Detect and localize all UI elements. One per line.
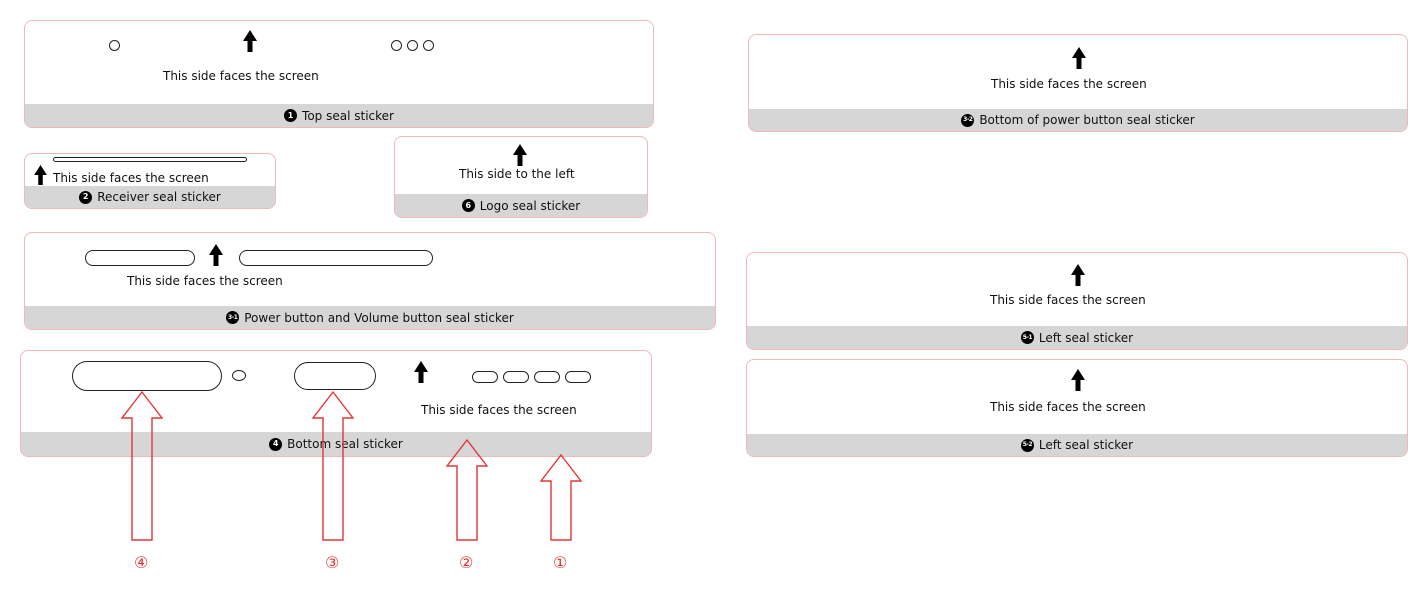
callout-number: ④ [134, 553, 149, 572]
up-arrow-icon [1072, 47, 1086, 69]
ring-icon [391, 40, 402, 51]
sticker-label: Bottom seal sticker [287, 437, 403, 451]
up-arrow-icon [34, 165, 47, 185]
ring-icon [109, 40, 120, 51]
top-seal-sticker: This side faces the screen 1 Top seal st… [24, 20, 654, 128]
up-arrow-icon [209, 244, 223, 266]
sticker-instruction: This side faces the screen [991, 77, 1147, 91]
power-volume-seal-sticker: This side faces the screen 3-1 Power but… [24, 232, 716, 330]
sticker-label-band: 5-1 Left seal sticker [747, 326, 1407, 349]
sticker-number-badge: 1 [284, 109, 298, 122]
ring-icon [232, 370, 246, 381]
up-arrow-icon [1071, 369, 1085, 391]
sticker-label-band: 1 Top seal sticker [25, 104, 653, 127]
slot-outline-icon [72, 361, 222, 391]
logo-seal-sticker: This side to the left 6 Logo seal sticke… [394, 136, 648, 218]
slot-outline-icon [472, 371, 498, 383]
sticker-instruction: This side faces the screen [990, 293, 1146, 307]
sticker-number-badge: 2 [79, 190, 93, 204]
sticker-label-band: 3-1 Power button and Volume button seal … [25, 306, 715, 329]
sticker-number-badge: 5-1 [1020, 331, 1034, 344]
sticker-label: Power button and Volume button seal stic… [244, 310, 514, 325]
sticker-label: Receiver seal sticker [97, 190, 221, 204]
sticker-number-badge: 3-1 [226, 311, 240, 324]
ring-icon [407, 40, 418, 51]
slot-outline-icon [53, 157, 247, 162]
sticker-label-band: 4 Bottom seal sticker [21, 432, 651, 456]
slot-outline-icon [565, 371, 591, 383]
sticker-label-band: 5-2 Left seal sticker [747, 434, 1407, 456]
receiver-seal-sticker: This side faces the screen 2 Receiver se… [24, 153, 276, 209]
sticker-number-badge: 3-2 [961, 113, 975, 127]
sticker-label-band: 2 Receiver seal sticker [25, 186, 275, 208]
sticker-label: Left seal sticker [1038, 330, 1134, 345]
callout-arrow-1 [539, 453, 583, 541]
sticker-number-badge: 6 [461, 199, 475, 212]
slot-outline-icon [294, 362, 376, 390]
sticker-label-band: 6 Logo seal sticker [395, 194, 647, 217]
up-arrow-icon [243, 30, 257, 52]
sticker-instruction: This side faces the screen [421, 403, 577, 417]
left-seal-sticker-1: This side faces the screen 5-1 Left seal… [746, 252, 1408, 350]
slot-outline-icon [239, 250, 433, 266]
sticker-instruction: This side to the left [459, 167, 575, 181]
ring-icon [423, 40, 434, 51]
up-arrow-icon [1071, 264, 1085, 286]
sticker-instruction: This side faces the screen [127, 274, 283, 288]
sticker-instruction: This side faces the screen [990, 400, 1146, 414]
slot-outline-icon [85, 250, 195, 266]
slot-outline-icon [534, 371, 560, 383]
sticker-label: Logo seal sticker [479, 198, 581, 213]
sticker-label: Bottom of power button seal sticker [979, 113, 1195, 127]
bottom-of-power-button-seal-sticker: This side faces the screen 3-2 Bottom of… [748, 34, 1408, 132]
sticker-label: Top seal sticker [302, 108, 394, 123]
left-seal-sticker-2: This side faces the screen 5-2 Left seal… [746, 359, 1408, 457]
callout-number: ② [459, 553, 474, 572]
sticker-instruction: This side faces the screen [163, 69, 319, 83]
callout-number: ① [553, 553, 568, 572]
sticker-label: Left seal sticker [1038, 438, 1134, 452]
sticker-number-badge: 5-2 [1020, 438, 1034, 452]
sticker-label-band: 3-2 Bottom of power button seal sticker [749, 109, 1407, 131]
up-arrow-icon [513, 144, 527, 166]
sticker-number-badge: 4 [269, 437, 283, 451]
sticker-instruction: This side faces the screen [53, 171, 209, 185]
up-arrow-icon [414, 361, 428, 383]
slot-outline-icon [503, 371, 529, 383]
bottom-seal-sticker: This side faces the screen 4 Bottom seal… [20, 350, 652, 457]
callout-number: ③ [325, 553, 340, 572]
